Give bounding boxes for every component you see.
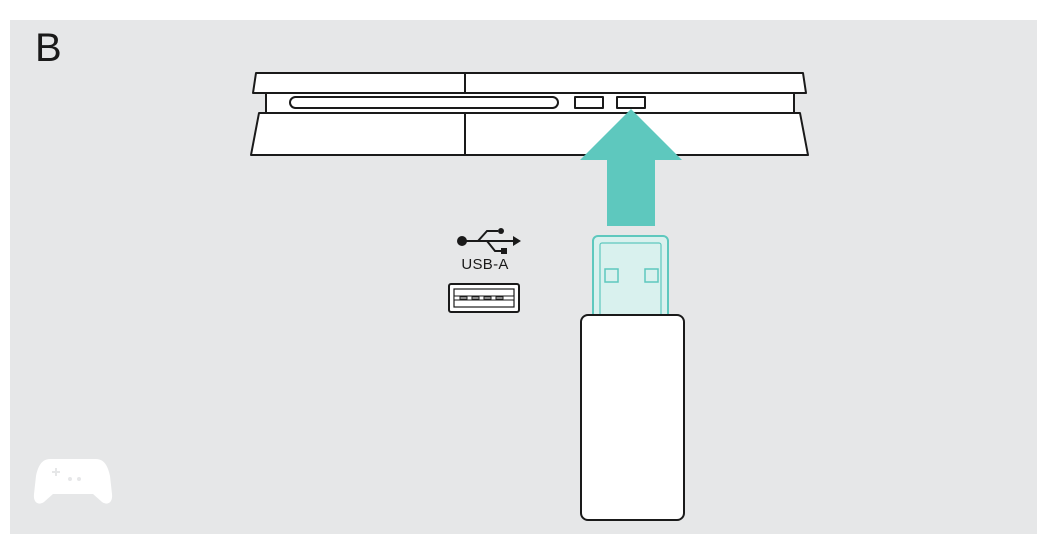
- usb-a-port-icon: [448, 283, 520, 313]
- disc-slot: [289, 96, 559, 109]
- console-base: [250, 112, 809, 156]
- dongle-body: [580, 314, 685, 521]
- console-top: [252, 72, 807, 94]
- step-letter: B: [35, 26, 62, 70]
- console-usb-port-left: [574, 96, 604, 109]
- insert-arrow-icon: [580, 109, 682, 226]
- game-console: [250, 72, 809, 156]
- usb-type-label: USB-A: [461, 256, 509, 273]
- console-usb-port-right: [616, 96, 646, 109]
- usb-dongle: [580, 235, 685, 521]
- usb-symbol-icon: [457, 228, 521, 254]
- gamepad-icon: [33, 459, 113, 504]
